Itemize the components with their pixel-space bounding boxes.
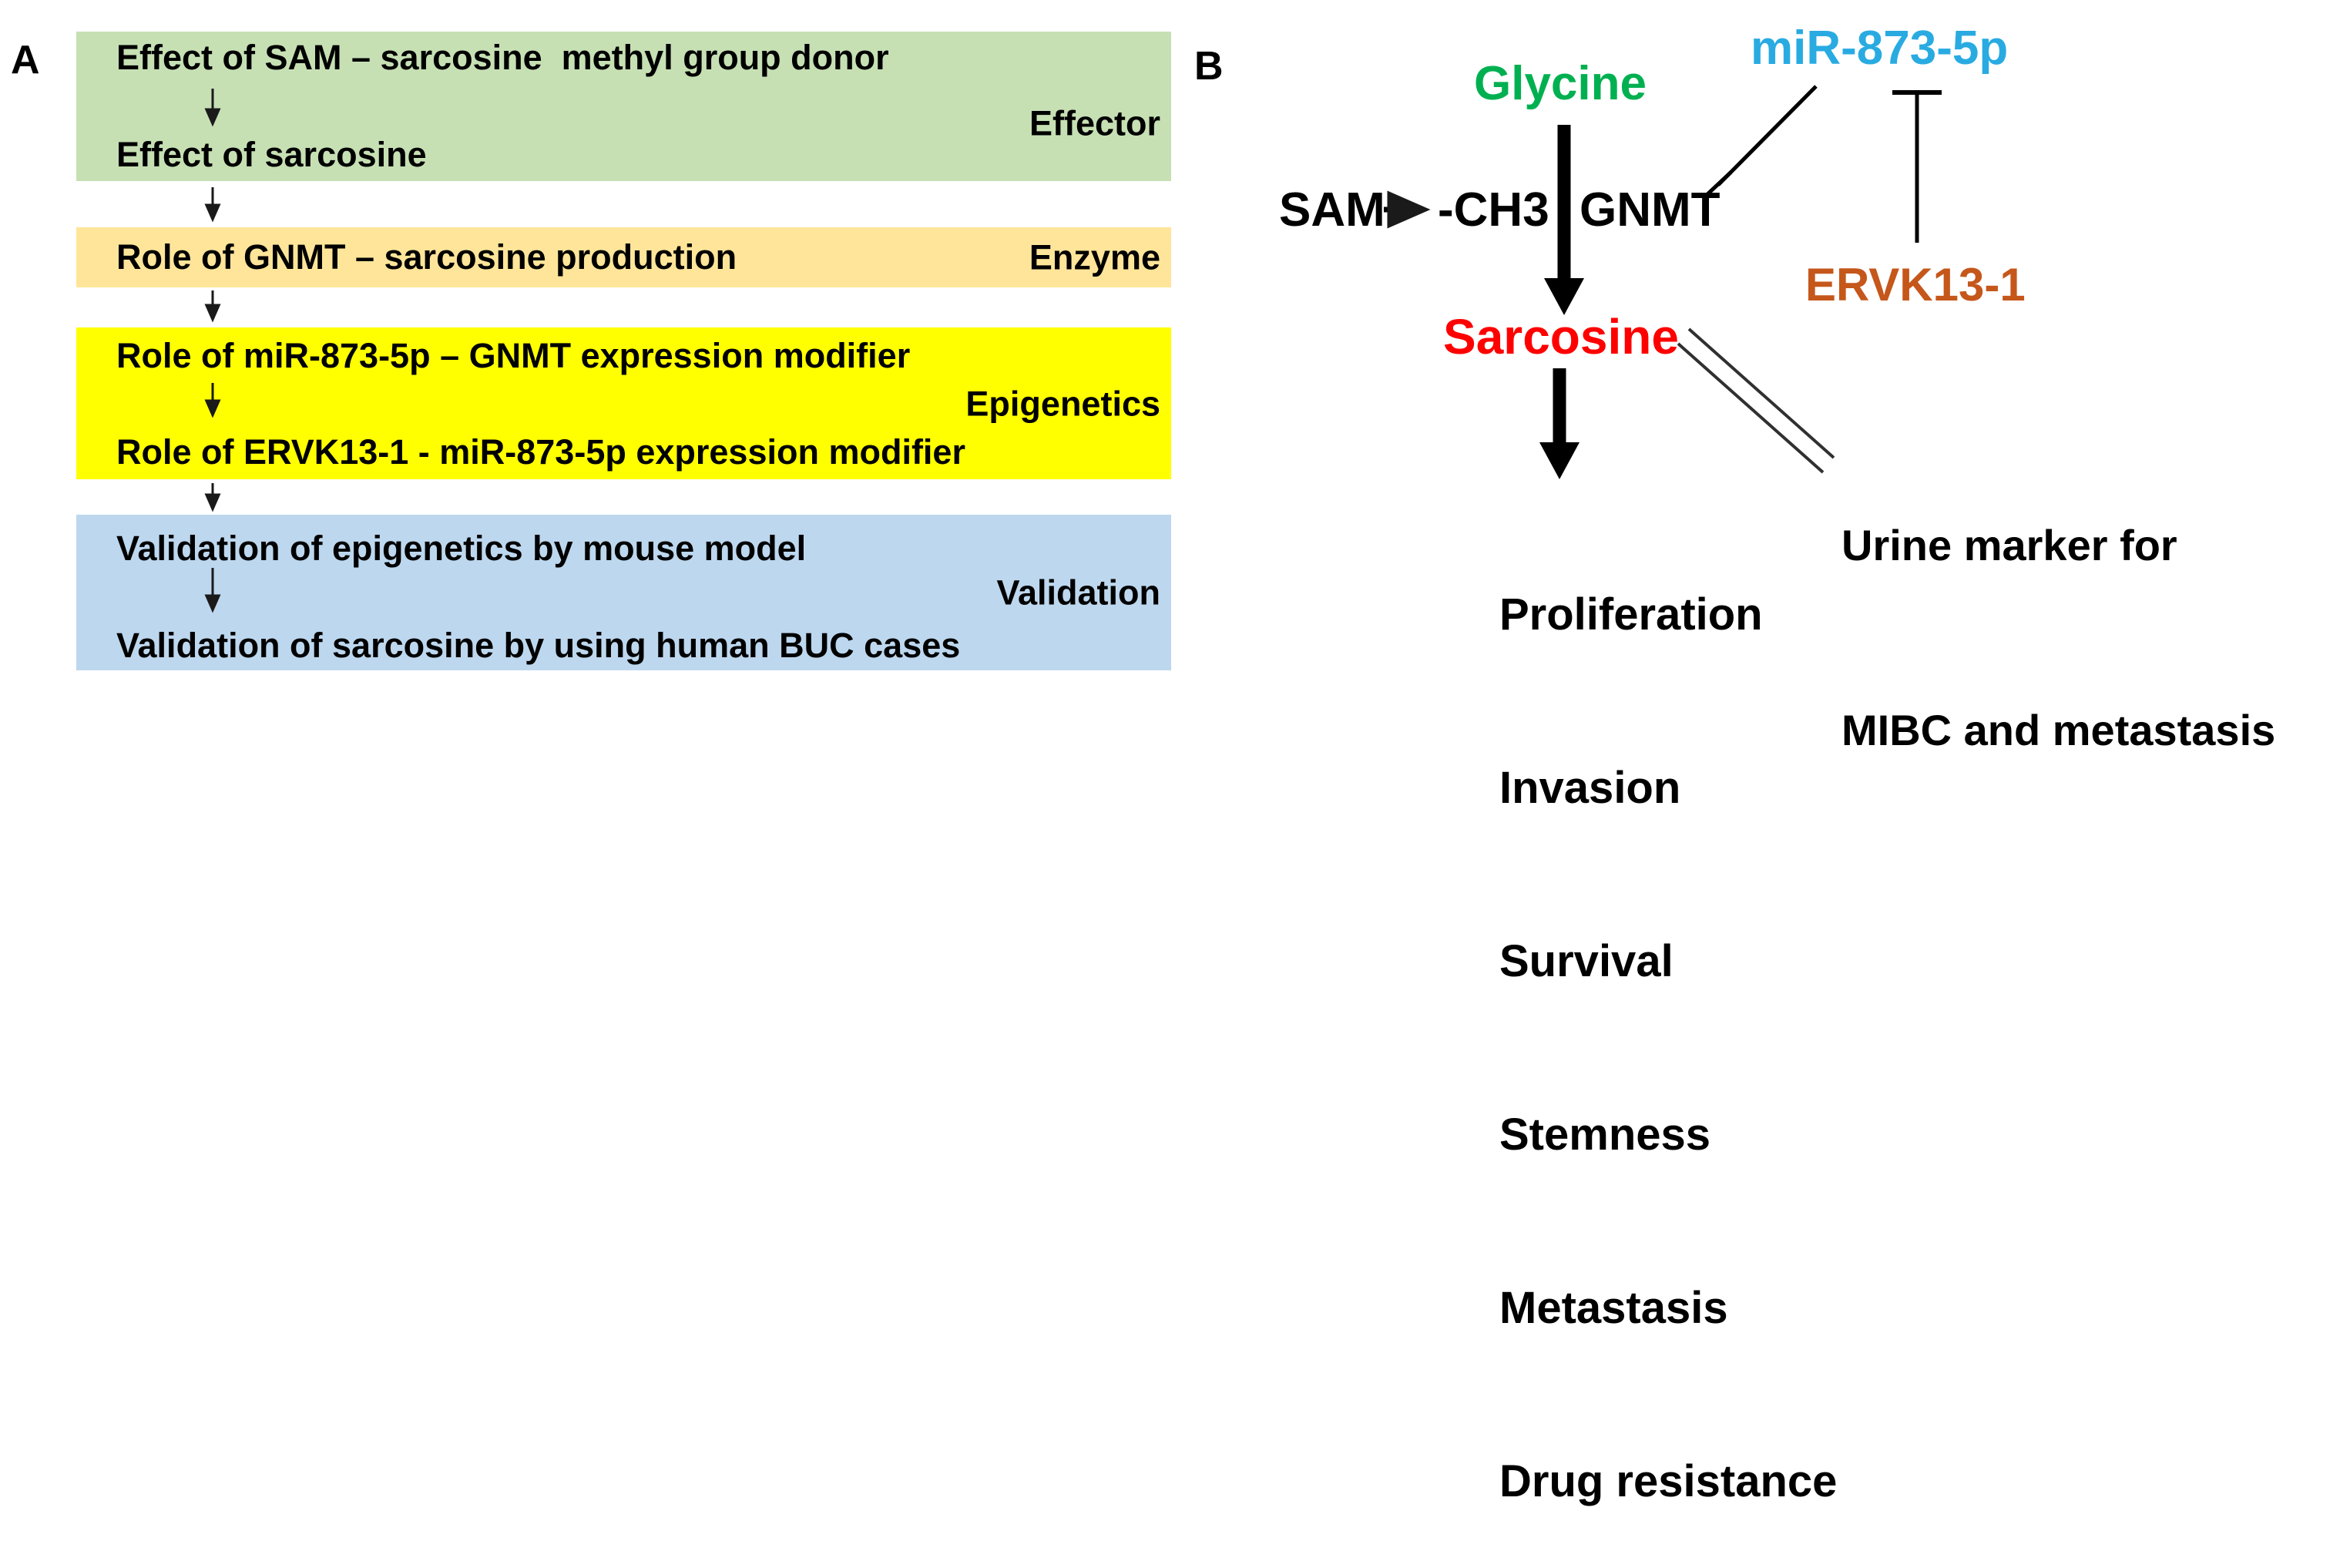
effector-category-label: Effector bbox=[1029, 103, 1160, 143]
epigenetics-line-1: Role of miR-873-5p – GNMT expression mod… bbox=[116, 336, 911, 375]
effect-survival: Survival bbox=[1499, 936, 1674, 986]
validation-line-2: Validation of sarcosine by using human B… bbox=[116, 626, 961, 665]
gnmt-node: GNMT bbox=[1580, 183, 1721, 237]
epigenetics-box: Role of miR-873-5p – GNMT expression mod… bbox=[76, 327, 1171, 479]
mir-inhibits-gnmt-line bbox=[1717, 85, 1818, 186]
epigenetics-line-2: Role of ERVK13-1 - miR-873-5p expression… bbox=[116, 432, 965, 472]
effect-drug-resistance: Drug resistance bbox=[1499, 1456, 1838, 1506]
ch3-node: -CH3 bbox=[1438, 183, 1549, 237]
glycine-node: Glycine bbox=[1474, 57, 1647, 110]
urine-marker-line-1: Urine marker for bbox=[1841, 521, 2177, 569]
effector-line-1: Effect of SAM – sarcosine methyl group d… bbox=[116, 38, 889, 77]
effector-box: Effect of SAM – sarcosine methyl group d… bbox=[76, 32, 1171, 181]
validation-category-label: Validation bbox=[996, 572, 1160, 613]
effect-invasion: Invasion bbox=[1499, 763, 1681, 813]
effect-proliferation: Proliferation bbox=[1499, 589, 1763, 640]
figure-arrows-layer bbox=[204, 85, 1942, 613]
mir-873-5p-node: miR-873-5p bbox=[1751, 22, 2009, 75]
validation-line-1: Validation of epigenetics by mouse model bbox=[116, 529, 807, 568]
effect-metastasis: Metastasis bbox=[1499, 1283, 1728, 1333]
sam-node: SAM bbox=[1279, 183, 1385, 237]
panel-a-label: A bbox=[11, 38, 40, 82]
mir-inhibits-gnmt-tbar-icon bbox=[1704, 171, 1732, 197]
glycine-to-sarcosine-arrowhead-icon bbox=[1544, 278, 1584, 315]
enzyme-category-label: Enzyme bbox=[1029, 237, 1160, 277]
ervk13-1-node: ERVK13-1 bbox=[1805, 259, 2026, 311]
urine-marker-text: Urine marker for MIBC and metastasis bbox=[1841, 391, 2275, 823]
sarcosine-urine-marker-double-line-2 bbox=[1677, 342, 1825, 474]
sarcosine-urine-marker-double-line-1 bbox=[1687, 327, 1835, 459]
effect-stemness: Stemness bbox=[1499, 1110, 1711, 1160]
panel-b-label: B bbox=[1194, 44, 1224, 89]
enzyme-box: Role of GNMT – sarcosine production Enzy… bbox=[76, 227, 1171, 287]
validation-box: Validation of epigenetics by mouse model… bbox=[76, 515, 1171, 670]
enzyme-line-1: Role of GNMT – sarcosine production bbox=[116, 237, 737, 277]
effector-line-2: Effect of sarcosine bbox=[116, 135, 427, 174]
epigenetics-category-label: Epigenetics bbox=[965, 384, 1160, 423]
sarcosine-node: Sarcosine bbox=[1443, 309, 1679, 364]
sarcosine-to-effects-arrowhead-icon bbox=[1539, 442, 1580, 479]
urine-marker-line-2: MIBC and metastasis bbox=[1841, 706, 2276, 754]
